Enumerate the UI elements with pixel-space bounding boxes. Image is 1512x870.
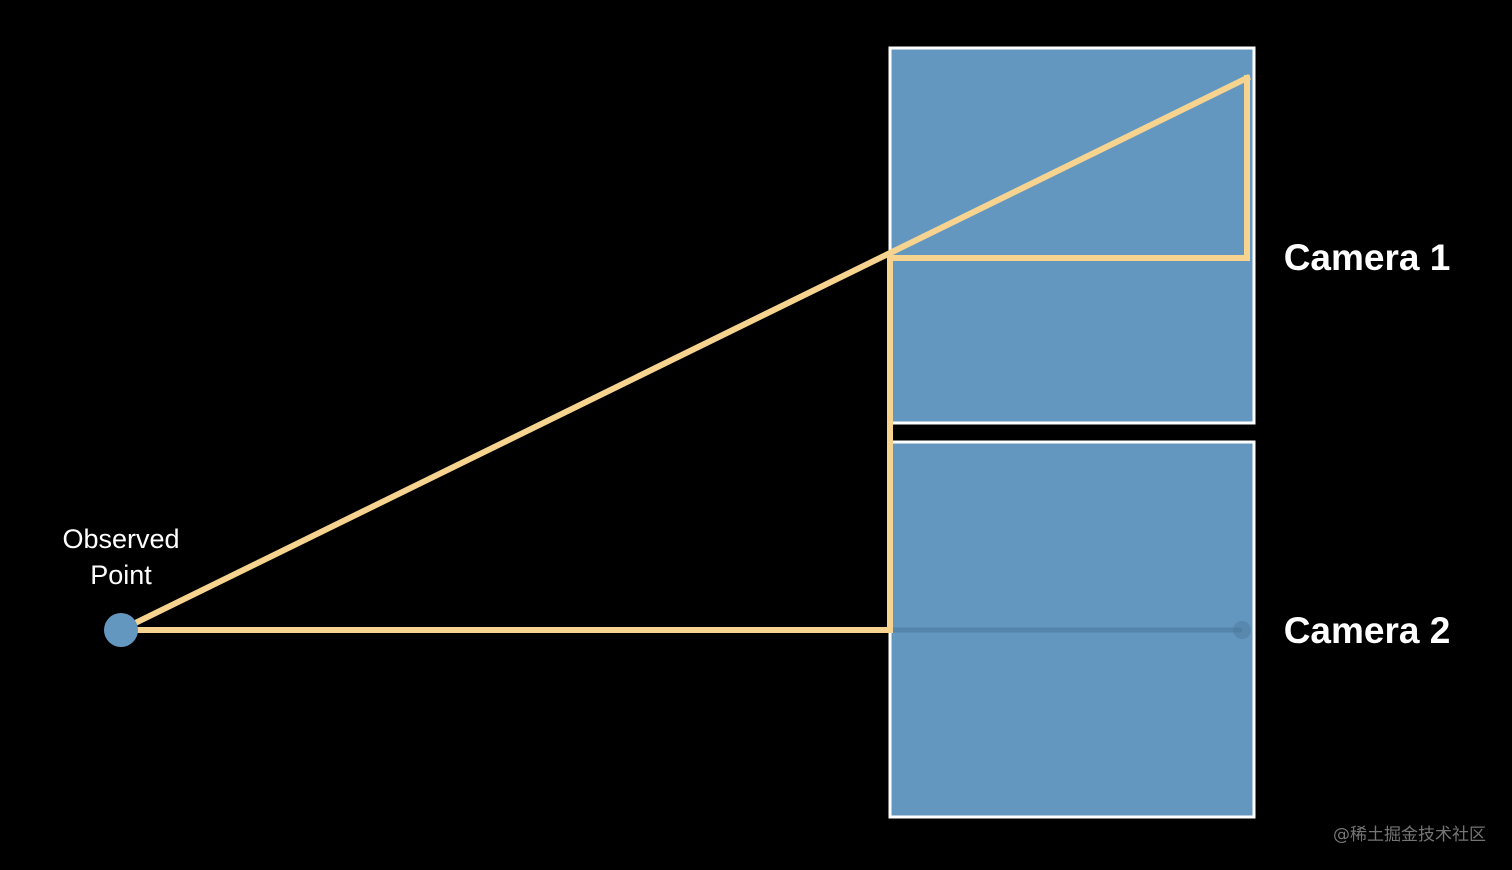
camera-2-label: Camera 2: [1284, 610, 1451, 651]
observed-point-label-line1: Observed: [62, 524, 179, 554]
camera-1-label: Camera 1: [1284, 237, 1451, 278]
observed-point-label-line2: Point: [90, 560, 152, 590]
camera-2-ghost-point: [1233, 621, 1251, 639]
watermark-text: @稀土掘金技术社区: [1333, 825, 1486, 845]
ray-to-camera-1: [116, 73, 1252, 635]
camera-1-panel: [888, 46, 1256, 425]
observed-point-dot: [104, 613, 138, 647]
